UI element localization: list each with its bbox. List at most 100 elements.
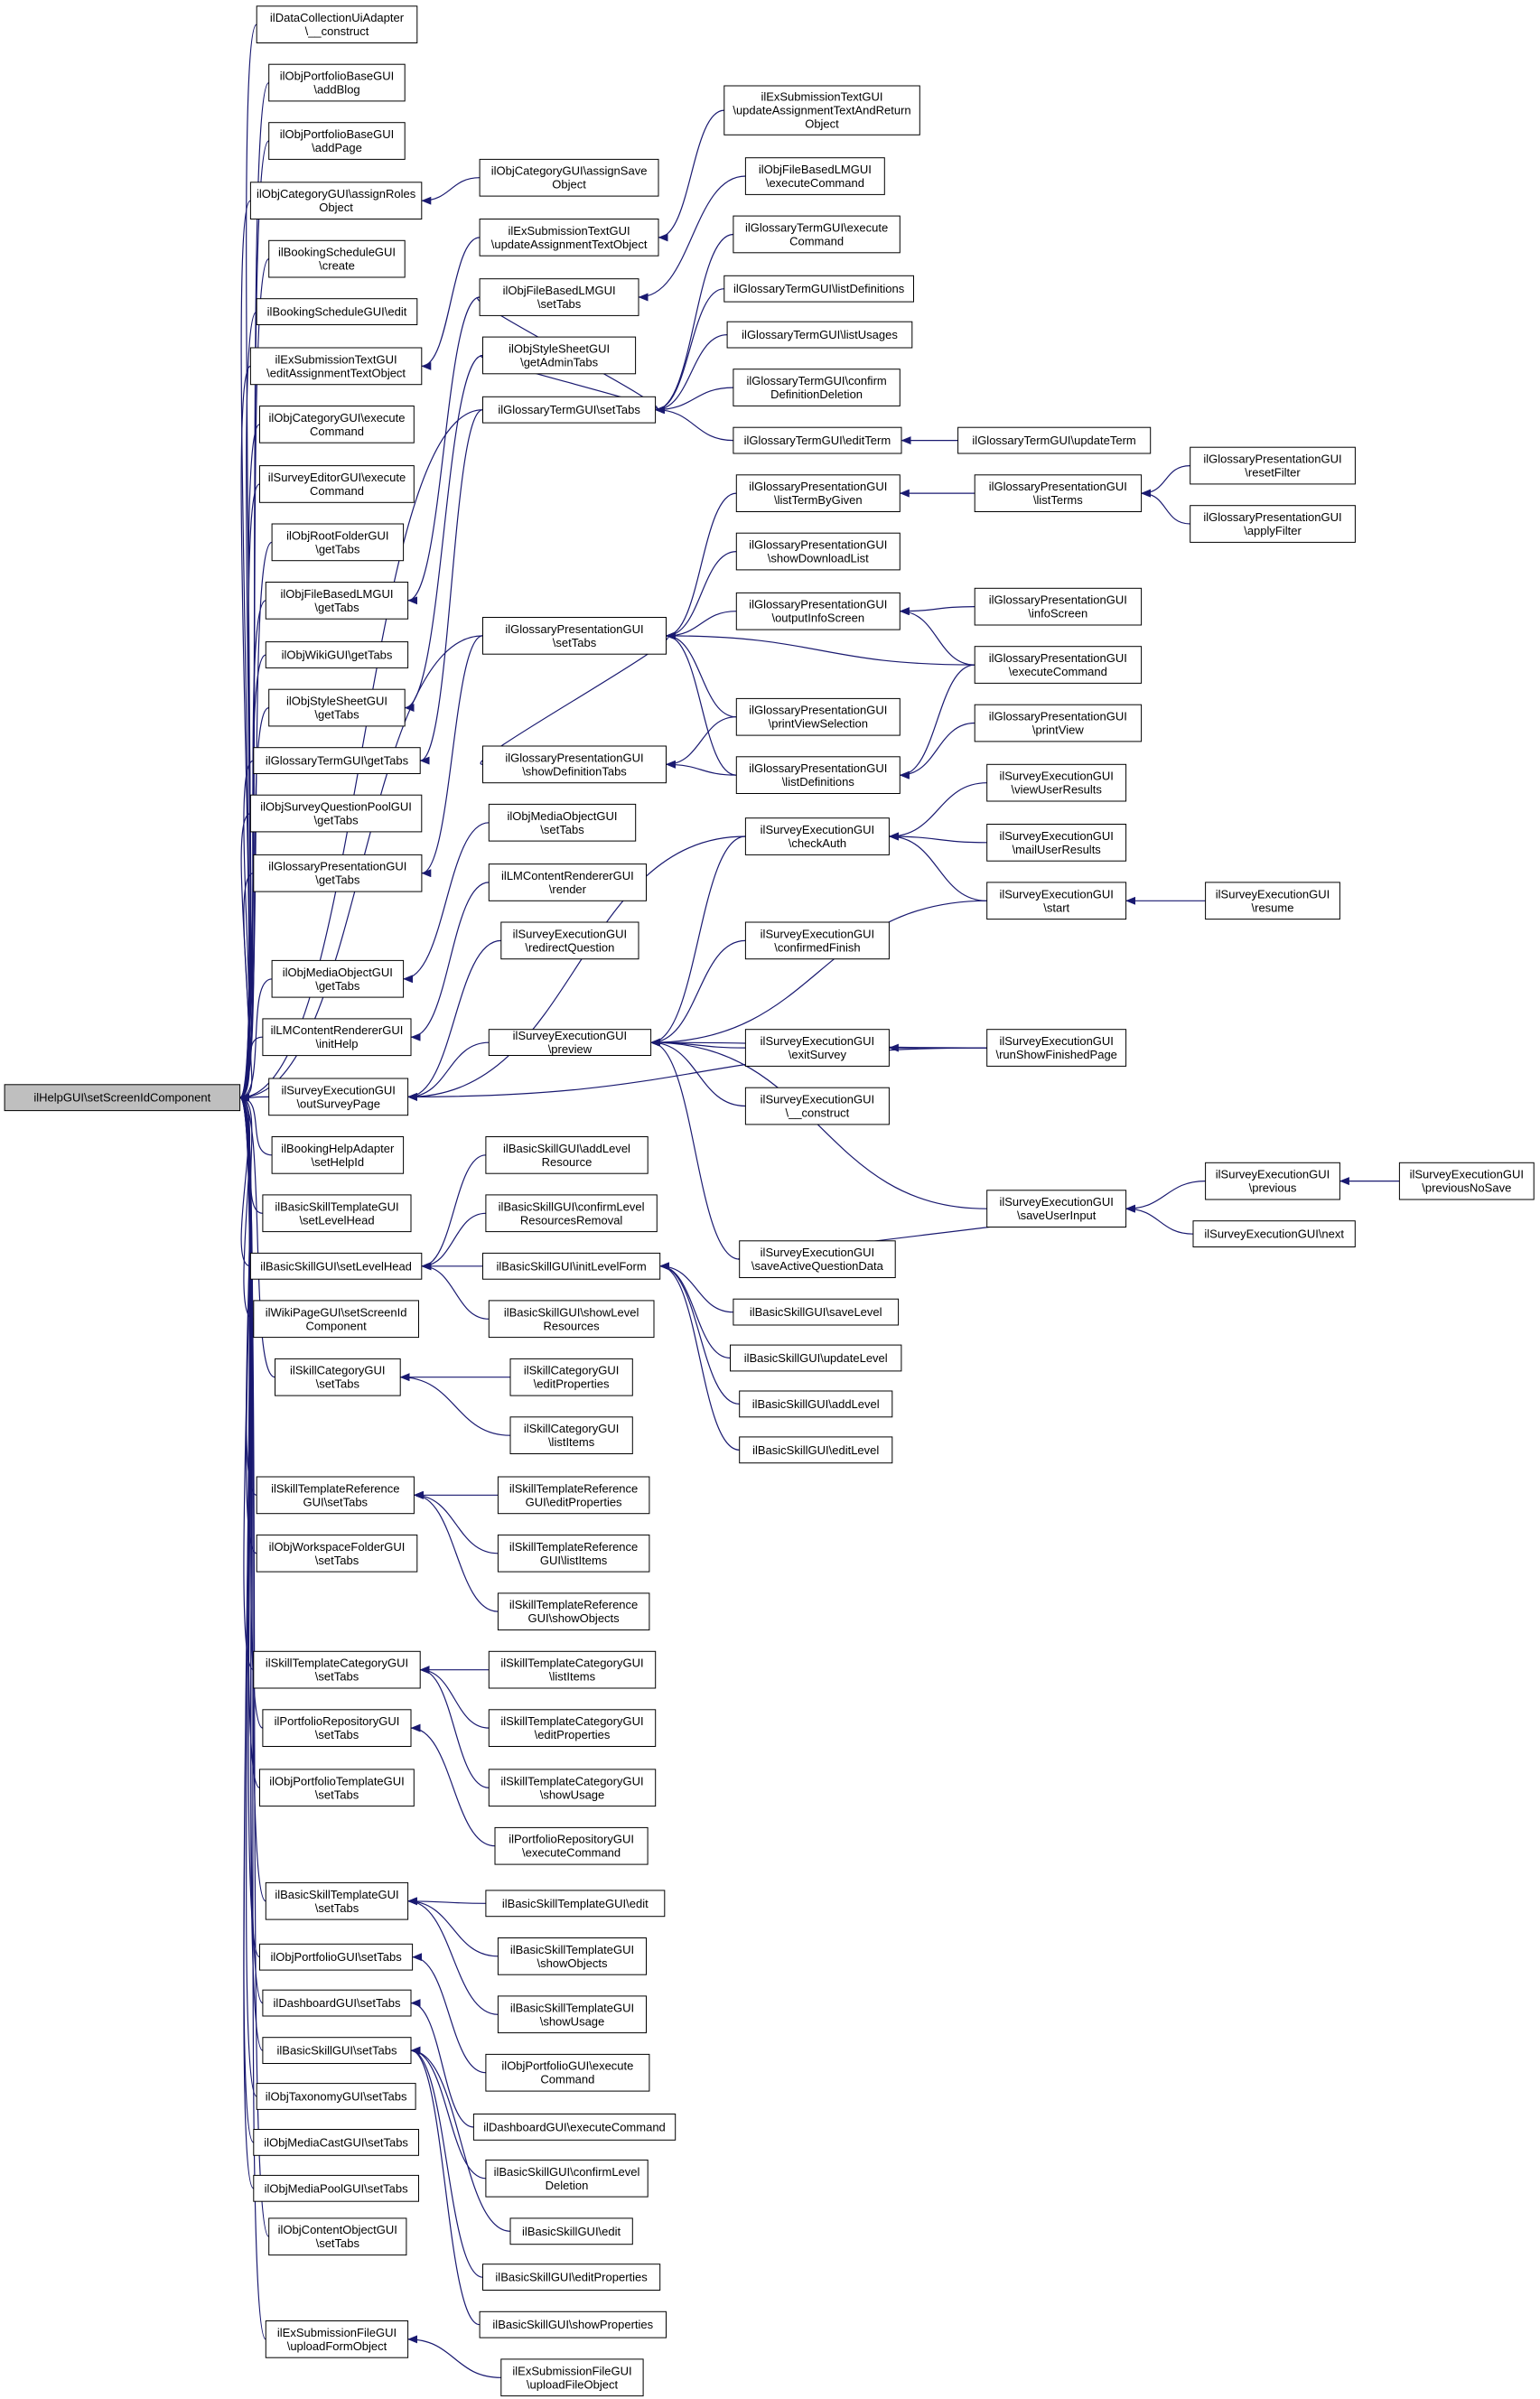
function-node[interactable]: ilSkillCategoryGUI\listItems (509, 1416, 633, 1455)
function-node[interactable]: ilExSubmissionFileGUI\uploadFileObject (500, 2358, 644, 2397)
function-node[interactable]: ilSkillCategoryGUI\editProperties (509, 1358, 633, 1396)
function-node[interactable]: ilGlossaryPresentationGUI\listDefinition… (735, 756, 901, 794)
function-node[interactable]: ilObjMediaObjectGUI\setTabs (488, 803, 637, 842)
function-node[interactable]: ilObjWikiGUI\getTabs (265, 641, 409, 668)
function-node[interactable]: ilGlossaryPresentationGUI\setTabs (482, 617, 667, 655)
function-node[interactable]: ilBasicSkillGUI\edit (509, 2217, 633, 2245)
function-node[interactable]: ilGlossaryTermGUI\listUsages (726, 321, 913, 349)
function-node[interactable]: ilBasicSkillGUI\updateLevel (730, 1344, 902, 1372)
function-node[interactable]: ilGlossaryTermGUI\confirmDefinitionDelet… (733, 369, 901, 406)
function-node[interactable]: ilLMContentRendererGUI\initHelp (262, 1018, 412, 1057)
function-node[interactable]: ilSurveyExecutionGUI\mailUserResults (986, 824, 1127, 862)
function-node[interactable]: ilObjPortfolioBaseGUI\addBlog (268, 63, 406, 102)
function-node[interactable]: ilGlossaryTermGUI\editTerm (733, 426, 902, 454)
function-node[interactable]: ilBookingHelpAdapter\setHelpId (271, 1136, 405, 1174)
function-node[interactable]: ilObjFileBasedLMGUI\executeCommand (744, 157, 885, 195)
function-node[interactable]: ilBasicSkillGUI\showProperties (479, 2310, 667, 2338)
function-node[interactable]: ilSkillTemplateCategoryGUI\showUsage (488, 1769, 657, 1807)
function-node[interactable]: ilObjSurveyQuestionPoolGUI\getTabs (249, 794, 423, 833)
function-node[interactable]: ilGlossaryTermGUI\setTabs (482, 396, 657, 424)
function-node[interactable]: ilGlossaryTermGUI\listDefinitions (723, 275, 914, 303)
function-node[interactable]: ilSurveyExecutionGUI\exitSurvey (744, 1029, 890, 1067)
function-node[interactable]: ilSurveyExecutionGUI\resume (1205, 882, 1340, 920)
function-node[interactable]: ilSkillCategoryGUI\setTabs (275, 1358, 401, 1396)
function-node[interactable]: ilGlossaryTermGUI\getTabs (253, 747, 421, 775)
function-node[interactable]: ilSkillTemplateReferenceGUI\editProperti… (497, 1476, 650, 1515)
function-node[interactable]: ilGlossaryPresentationGUI\applyFilter (1190, 505, 1356, 543)
function-node[interactable]: ilObjFileBasedLMGUI\setTabs (479, 278, 639, 316)
function-node[interactable]: ilBasicSkillTemplateGUI\showObjects (497, 1937, 648, 1975)
function-node[interactable]: ilObjCategoryGUI\executeCommand (259, 406, 415, 443)
function-node[interactable]: ilSurveyExecutionGUI\redirectQuestion (500, 921, 639, 960)
function-node[interactable]: ilGlossaryPresentationGUI\showDownloadLi… (735, 532, 901, 571)
function-node[interactable]: ilDataCollectionUiAdapter\__construct (256, 5, 418, 44)
function-node[interactable]: ilLMContentRendererGUI\render (488, 863, 647, 901)
function-node[interactable]: ilBasicSkillGUI\confirmLevelResourcesRem… (485, 1194, 658, 1233)
function-node[interactable]: ilGlossaryPresentationGUI\getTabs (253, 854, 423, 892)
function-node[interactable]: ilBasicSkillGUI\setLevelHead (249, 1252, 423, 1280)
function-node[interactable]: ilBasicSkillGUI\addLevel (739, 1390, 893, 1418)
function-node[interactable]: ilSurveyExecutionGUI\runShowFinishedPage (986, 1029, 1127, 1067)
function-node[interactable]: ilGlossaryTermGUI\updateTerm (957, 426, 1152, 454)
function-node[interactable]: ilBasicSkillGUI\initLevelForm (482, 1252, 661, 1280)
function-node[interactable]: ilSurveyExecutionGUI\preview (488, 1029, 652, 1056)
function-node[interactable]: ilObjPortfolioTemplateGUI\setTabs (259, 1769, 415, 1807)
function-node[interactable]: ilSurveyExecutionGUI\previous (1205, 1162, 1340, 1200)
function-node[interactable]: ilSurveyExecutionGUI\saveActiveQuestionD… (739, 1240, 896, 1279)
function-node[interactable]: ilBasicSkillGUI\editProperties (482, 2264, 661, 2291)
function-node[interactable]: ilGlossaryPresentationGUI\printView (974, 704, 1143, 742)
function-node[interactable]: ilExSubmissionTextGUI\updateAssignmentTe… (723, 85, 920, 135)
function-node[interactable]: ilBasicSkillGUI\setTabs (262, 2037, 412, 2064)
function-node[interactable]: ilSurveyExecutionGUI\checkAuth (744, 817, 890, 855)
function-node[interactable]: ilSurveyExecutionGUI\saveUserInput (986, 1190, 1127, 1228)
function-node[interactable]: ilExSubmissionFileGUI\uploadFormObject (265, 2320, 409, 2358)
function-node[interactable]: ilObjFileBasedLMGUI\getTabs (265, 582, 409, 620)
function-node[interactable]: ilBookingScheduleGUI\edit (256, 298, 418, 326)
function-node[interactable]: ilObjMediaPoolGUI\setTabs (253, 2174, 419, 2202)
function-node[interactable]: ilGlossaryTermGUI\executeCommand (733, 215, 901, 254)
function-node[interactable]: ilBasicSkillTemplateGUI\setTabs (265, 1881, 409, 1920)
function-node[interactable]: ilObjMediaObjectGUI\getTabs (271, 959, 405, 998)
function-node[interactable]: ilObjWorkspaceFolderGUI\setTabs (256, 1534, 418, 1573)
function-node[interactable]: ilSurveyExecutionGUI\previousNoSave (1398, 1162, 1535, 1200)
function-node[interactable]: ilObjPortfolioGUI\setTabs (259, 1943, 414, 1971)
function-node[interactable]: ilPortfolioRepositoryGUI\setTabs (262, 1709, 412, 1748)
function-node[interactable]: ilSurveyExecutionGUI\next (1192, 1220, 1356, 1247)
function-node[interactable]: ilGlossaryPresentationGUI\listTerms (974, 474, 1143, 512)
function-node[interactable]: ilBasicSkillTemplateGUI\edit (485, 1890, 666, 1918)
function-node[interactable]: ilSurveyExecutionGUI\__construct (744, 1087, 890, 1125)
function-node[interactable]: ilGlossaryPresentationGUI\showDefinition… (482, 745, 667, 784)
function-node[interactable]: ilBookingScheduleGUI\create (268, 239, 406, 278)
function-node[interactable]: ilObjTaxonomyGUI\setTabs (256, 2083, 416, 2110)
function-node[interactable]: ilBasicSkillTemplateGUI\setLevelHead (262, 1194, 412, 1233)
function-node[interactable]: ilGlossaryPresentationGUI\printViewSelec… (735, 697, 901, 736)
function-node[interactable]: ilSurveyExecutionGUI\start (986, 882, 1127, 920)
function-node[interactable]: ilExSubmissionTextGUI\updateAssignmentTe… (479, 219, 659, 257)
function-node[interactable]: ilPortfolioRepositoryGUI\executeCommand (494, 1826, 649, 1865)
function-node[interactable]: ilSkillTemplateCategoryGUI\listItems (488, 1650, 657, 1689)
function-node[interactable]: ilSurveyExecutionGUI\outSurveyPage (268, 1078, 409, 1116)
function-node[interactable]: ilDashboardGUI\setTabs (262, 1989, 412, 2017)
function-node[interactable]: ilObjMediaCastGUI\setTabs (253, 2129, 419, 2156)
function-node[interactable]: ilSurveyEditorGUI\executeCommand (259, 465, 415, 503)
function-node[interactable]: ilObjPortfolioBaseGUI\addPage (268, 122, 406, 160)
function-node[interactable]: ilGlossaryPresentationGUI\outputInfoScre… (735, 592, 901, 630)
function-node[interactable]: ilSkillTemplateCategoryGUI\setTabs (253, 1650, 421, 1689)
function-node[interactable]: ilObjStyleSheetGUI\getTabs (268, 688, 406, 727)
function-node[interactable]: ilBasicSkillTemplateGUI\showUsage (497, 1995, 648, 2034)
function-node[interactable]: ilGlossaryPresentationGUI\infoScreen (974, 587, 1143, 626)
function-node[interactable]: ilExSubmissionTextGUI\editAssignmentText… (249, 347, 423, 386)
root-function-node[interactable]: ilHelpGUI\setScreenIdComponent (4, 1084, 241, 1112)
function-node[interactable]: ilGlossaryPresentationGUI\resetFilter (1190, 446, 1356, 485)
function-node[interactable]: ilObjRootFolderGUI\getTabs (271, 523, 405, 562)
function-node[interactable]: ilSurveyExecutionGUI\viewUserResults (986, 763, 1127, 802)
function-node[interactable]: ilObjContentObjectGUI\setTabs (268, 2217, 407, 2256)
function-node[interactable]: ilBasicSkillGUI\saveLevel (733, 1298, 900, 1326)
function-node[interactable]: ilObjStyleSheetGUI\getAdminTabs (482, 336, 637, 375)
